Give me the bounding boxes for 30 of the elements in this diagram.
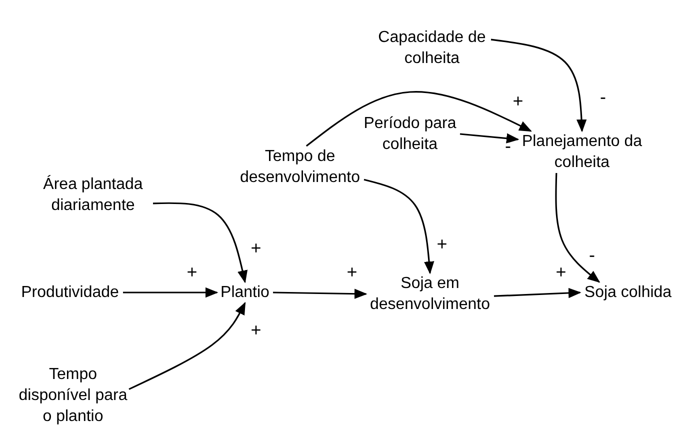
variable-label: Produtividade xyxy=(20,283,120,303)
arrow xyxy=(152,202,248,284)
polarity-sign: + xyxy=(250,239,262,257)
variable-label: Planejamento da colheita xyxy=(520,132,644,173)
arrow xyxy=(306,91,532,147)
variable-label: Soja em desenvolvimento xyxy=(368,274,492,315)
variable-label: Tempo disponível para o plantio xyxy=(18,365,128,427)
arrow xyxy=(460,133,520,144)
variable-label: Área plantada diariamente xyxy=(42,174,144,216)
polarity-sign: + xyxy=(186,263,198,281)
polarity-sign: - xyxy=(600,88,606,106)
polarity-sign: + xyxy=(556,263,566,281)
arrow xyxy=(364,178,434,274)
variable-label: Plantio xyxy=(220,283,270,303)
arrow xyxy=(272,288,368,299)
arrow xyxy=(128,302,246,390)
polarity-sign: + xyxy=(250,321,262,339)
variable-label: Soja colhida xyxy=(583,283,673,303)
polarity-sign: - xyxy=(505,137,511,155)
polarity-sign: + xyxy=(346,263,358,281)
variable-label: Período para colheita xyxy=(362,114,458,155)
polarity-sign: + xyxy=(512,92,524,110)
polarity-sign: - xyxy=(589,246,595,264)
variable-label: Capacidade de colheita xyxy=(377,28,487,69)
arrow xyxy=(123,287,218,298)
variable-label: Tempo de desenvolvimento xyxy=(238,147,362,188)
polarity-sign: + xyxy=(436,235,448,253)
arrow xyxy=(555,172,600,283)
arrow xyxy=(494,288,582,298)
arrow xyxy=(490,38,587,132)
